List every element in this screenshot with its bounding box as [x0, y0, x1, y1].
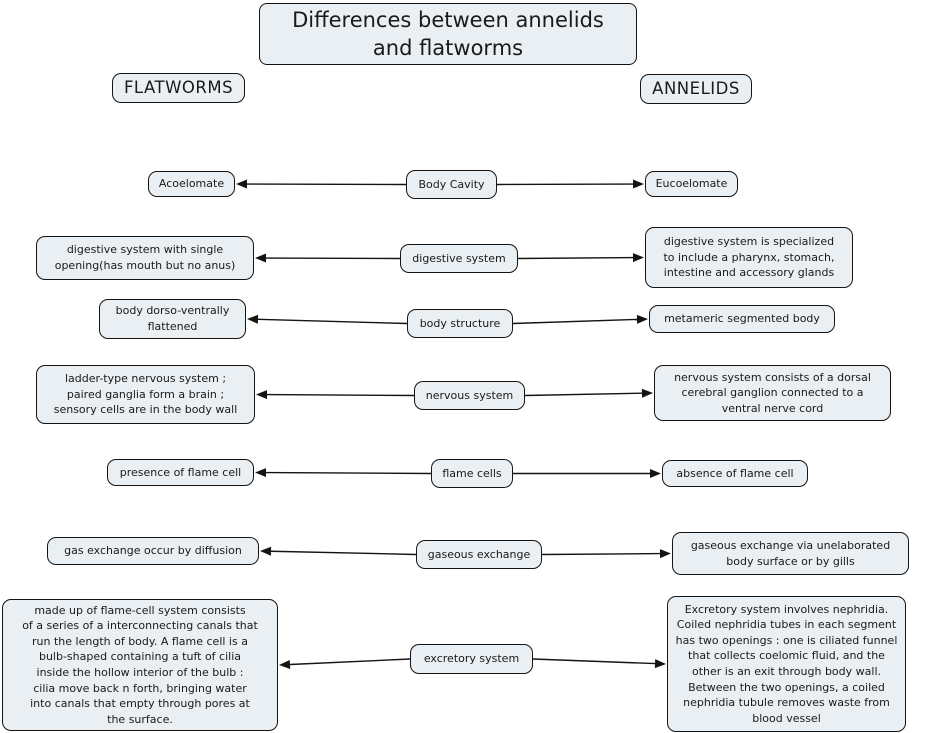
- node-category-digestive-system[interactable]: digestive system: [400, 244, 518, 273]
- node-annelids-nervous-system[interactable]: nervous system consists of a dorsal cere…: [654, 365, 891, 421]
- node-category-body-structure[interactable]: body structure: [407, 309, 513, 338]
- node-annelids-body-structure[interactable]: metameric segmented body: [649, 305, 835, 333]
- node-flatworms-excretory-system[interactable]: made up of flame-cell system consists of…: [2, 599, 278, 731]
- node-flatworms-nervous-system[interactable]: ladder-type nervous system ; paired gang…: [36, 365, 255, 424]
- node-category-nervous-system[interactable]: nervous system: [414, 381, 525, 410]
- node-flatworms-flame-cells[interactable]: presence of flame cell: [107, 459, 254, 486]
- node-annelids-gaseous-exchange[interactable]: gaseous exchange via unelaborated body s…: [672, 532, 909, 575]
- diagram-title[interactable]: Differences between annelids and flatwor…: [259, 3, 637, 65]
- node-annelids-excretory-system[interactable]: Excretory system involves nephridia. Coi…: [667, 596, 906, 732]
- node-flatworms-body-cavity[interactable]: Acoelomate: [148, 171, 235, 197]
- header-flatworms[interactable]: FLATWORMS: [112, 73, 245, 103]
- node-annelids-digestive-system[interactable]: digestive system is specialized to inclu…: [645, 227, 853, 288]
- node-category-excretory-system[interactable]: excretory system: [410, 644, 533, 674]
- node-annelids-body-cavity[interactable]: Eucoelomate: [645, 171, 738, 197]
- header-annelids[interactable]: ANNELIDS: [640, 74, 752, 104]
- node-flatworms-gaseous-exchange[interactable]: gas exchange occur by diffusion: [47, 537, 259, 565]
- node-flatworms-digestive-system[interactable]: digestive system with single opening(has…: [36, 236, 254, 280]
- node-flatworms-body-structure[interactable]: body dorso-ventrally flattened: [99, 299, 246, 339]
- node-category-body-cavity[interactable]: Body Cavity: [406, 170, 497, 199]
- node-category-flame-cells[interactable]: flame cells: [431, 459, 513, 488]
- node-category-gaseous-exchange[interactable]: gaseous exchange: [416, 540, 542, 569]
- node-annelids-flame-cells[interactable]: absence of flame cell: [662, 460, 808, 487]
